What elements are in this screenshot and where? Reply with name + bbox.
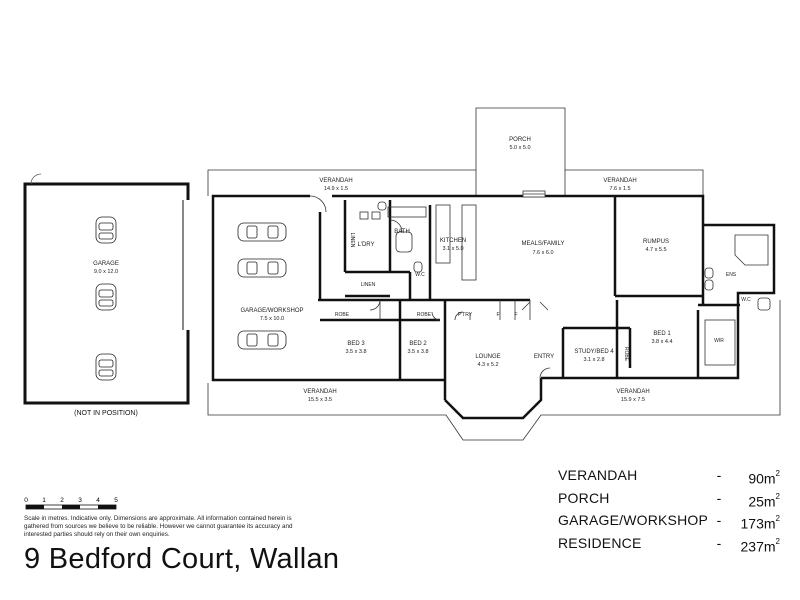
car-icon bbox=[237, 330, 287, 350]
area-value: 25m2 bbox=[748, 491, 780, 510]
bed2-label: BED 2 bbox=[409, 341, 427, 347]
house-walls bbox=[211, 194, 776, 420]
car-icon bbox=[95, 216, 117, 244]
lounge-label: LOUNGE bbox=[475, 354, 500, 360]
bed3-dim: 3.5 x 3.8 bbox=[345, 349, 366, 355]
linen-vertical-label: LINEN bbox=[349, 233, 355, 248]
area-value: 90m2 bbox=[748, 469, 780, 487]
bed1-dim: 3.8 x 4.4 bbox=[651, 339, 672, 345]
meals-family-dim: 7.6 x 6.0 bbox=[532, 250, 553, 256]
verandah-bottom-right-label: VERANDAH bbox=[616, 389, 649, 395]
area-row: GARAGE/WORKSHOP - 173m2 bbox=[558, 511, 780, 534]
detached-garage: GARAGE 9.0 x 12.0 (NOT IN POSITION) bbox=[23, 173, 190, 417]
garage-label: GARAGE bbox=[93, 261, 119, 267]
porch-dim: 5.0 x 5.0 bbox=[509, 145, 530, 151]
kitchen-label: KITCHEN bbox=[440, 238, 466, 244]
scale-tick-label: 5 bbox=[114, 497, 118, 504]
kitchen-dim: 3.1 x 5.0 bbox=[442, 246, 463, 252]
scale-tick-label: 0 bbox=[24, 497, 28, 504]
area-summary-table: VERANDAH - 90m2 PORCH - 25m2 GARAGE/WORK… bbox=[558, 466, 780, 557]
area-name: PORCH bbox=[558, 489, 610, 506]
verandah-top-left-label: VERANDAH bbox=[319, 178, 352, 184]
verandah-bottom-right-dim: 15.9 x 7.5 bbox=[621, 397, 645, 403]
area-name: VERANDAH bbox=[558, 467, 638, 483]
study-dim: 3.1 x 2.8 bbox=[583, 357, 604, 363]
not-in-position-note: (NOT IN POSITION) bbox=[74, 410, 138, 417]
scale-tick-label: 1 bbox=[42, 497, 46, 504]
area-value: 237m2 bbox=[740, 536, 780, 555]
verandah-top-right-label: VERANDAH bbox=[603, 178, 636, 184]
floor-plan: GARAGE 9.0 x 12.0 (NOT IN POSITION) bbox=[23, 107, 781, 441]
laundry-label: L'DRY bbox=[357, 242, 374, 248]
porch-label: PORCH bbox=[509, 137, 531, 143]
verandah-bottom-left-dim: 15.5 x 3.5 bbox=[308, 397, 332, 403]
ens-label: ENS bbox=[726, 272, 737, 278]
verandah-outline bbox=[207, 107, 781, 441]
area-row: VERANDAH - 90m2 bbox=[558, 466, 780, 489]
room-labels: PORCH 5.0 x 5.0 VERANDAH 14.9 x 1.5 VERA… bbox=[240, 137, 751, 403]
car-icon bbox=[95, 283, 117, 311]
wc-main-label: W.C bbox=[415, 272, 425, 278]
verandah-top-left-dim: 14.9 x 1.5 bbox=[324, 186, 348, 192]
scale-bar: 0 1 2 3 4 5 bbox=[24, 497, 118, 510]
entry-label: ENTRY bbox=[534, 354, 554, 360]
bed1-label: BED 1 bbox=[653, 331, 671, 337]
verandah-top-right-dim: 7.6 x 1.5 bbox=[609, 186, 630, 192]
area-dash: - bbox=[716, 512, 722, 529]
scale-tick-label: 2 bbox=[60, 497, 64, 504]
property-address: 9 Bedford Court, Wallan bbox=[24, 543, 340, 575]
scale-tick-label: 3 bbox=[78, 497, 82, 504]
robe-bed2-label: ROBE bbox=[417, 312, 432, 318]
bed3-label: BED 3 bbox=[347, 341, 365, 347]
study-label: STUDY/BED 4 bbox=[574, 349, 614, 355]
scale-tick-label: 4 bbox=[96, 497, 100, 504]
car-icon bbox=[237, 258, 287, 278]
area-dash: - bbox=[716, 534, 722, 551]
fixtures bbox=[309, 190, 771, 379]
lounge-dim: 4.3 x 5.2 bbox=[477, 362, 498, 368]
rumpus-dim: 4.7 x 5.5 bbox=[645, 247, 666, 253]
linen-label: LINEN bbox=[361, 282, 376, 288]
fridge-1-label: F bbox=[496, 312, 499, 318]
area-row: PORCH - 25m2 bbox=[558, 489, 780, 512]
wir-label: WIR bbox=[714, 338, 724, 344]
fridge-2-label: F bbox=[514, 312, 517, 318]
car-icon bbox=[237, 222, 287, 242]
rumpus-label: RUMPUS bbox=[643, 239, 669, 245]
area-dash: - bbox=[716, 489, 722, 506]
garage-workshop-label: GARAGE/WORKSHOP bbox=[240, 308, 303, 314]
car-icon bbox=[95, 353, 117, 381]
verandah-bottom-left-label: VERANDAH bbox=[303, 389, 336, 395]
garage-workshop-dim: 7.5 x 10.0 bbox=[260, 316, 284, 322]
disclaimer: Scale in metres. Indicative only. Dimens… bbox=[24, 515, 293, 538]
robe-study-label: ROBE bbox=[623, 347, 629, 362]
area-dash: - bbox=[716, 467, 722, 483]
wc-ens-label: W.C bbox=[741, 297, 751, 303]
bed2-dim: 3.5 x 3.8 bbox=[407, 349, 428, 355]
car-icons bbox=[95, 216, 287, 381]
area-name: RESIDENCE bbox=[558, 534, 642, 551]
pantry-label: P'TRY bbox=[458, 312, 473, 318]
garage-dim: 9.0 x 12.0 bbox=[94, 269, 118, 275]
bath-label: BATH bbox=[394, 229, 410, 235]
meals-family-label: MEALS/FAMILY bbox=[522, 241, 565, 247]
area-value: 173m2 bbox=[740, 514, 780, 532]
area-row: RESIDENCE - 237m2 bbox=[558, 534, 780, 557]
area-name: GARAGE/WORKSHOP bbox=[558, 512, 709, 529]
robe-bed3-label: ROBE bbox=[335, 312, 350, 318]
